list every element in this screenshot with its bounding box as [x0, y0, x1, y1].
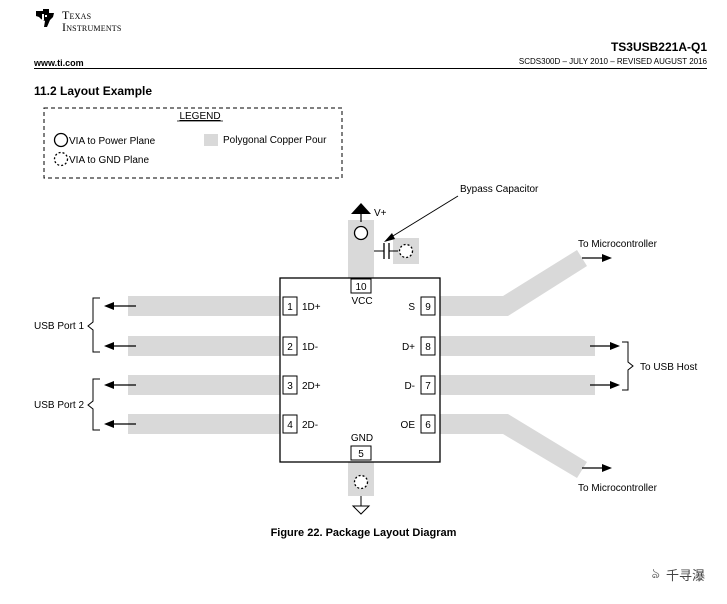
trace-2d-plus — [128, 375, 280, 395]
vplus-label: V+ — [374, 208, 387, 219]
legend-copper-pour: Polygonal Copper Pour — [223, 135, 327, 146]
revision-line: SCDS300D – JULY 2010 – REVISED AUGUST 20… — [518, 57, 707, 66]
arrow-mcu-bottom-icon — [602, 464, 612, 472]
trace-d-plus — [440, 336, 595, 356]
vplus-arrow-icon — [351, 203, 371, 214]
copper-pour-swatch — [204, 134, 218, 146]
pin-2 — [282, 336, 298, 356]
pin-1 — [282, 296, 298, 316]
pin-8-name: D+ — [402, 342, 415, 353]
website-link[interactable]: www.ti.com — [34, 58, 84, 68]
bypass-pointer-arrow-icon — [384, 233, 395, 242]
trace-oe — [440, 414, 587, 478]
pin-5 — [350, 445, 372, 461]
pin-6-number: 6 — [425, 420, 431, 431]
header-rule — [34, 68, 707, 69]
arrow-2d-plus-icon — [104, 381, 114, 389]
arrow-1d-minus-icon — [104, 342, 114, 350]
watermark: ঌ 千寻瀑 — [652, 562, 705, 586]
pin-10 — [350, 278, 372, 294]
usb-port-1-label: USB Port 1 — [34, 321, 84, 332]
to-microcontroller-top-label: To Microcontroller — [578, 239, 658, 250]
ti-logo — [34, 8, 56, 28]
to-usb-host-label: To USB Host — [640, 362, 697, 373]
pin-2-name: 1D- — [302, 342, 318, 353]
pin-3-name: 2D+ — [302, 381, 321, 392]
pin-1-number: 1 — [287, 302, 293, 313]
pin-10-number: 10 — [355, 282, 367, 293]
ti-logo-icon — [36, 9, 54, 27]
trace-d-minus — [440, 375, 595, 395]
usb-port-1-brace — [87, 297, 100, 353]
arrow-mcu-top-icon — [602, 254, 612, 262]
trace-s — [440, 250, 587, 316]
legend-title: LEGEND — [179, 111, 220, 122]
arrow-1d-plus-icon — [104, 302, 114, 310]
watermark-text: 千寻瀑 — [665, 567, 705, 583]
pin-7-name: D- — [404, 381, 415, 392]
pin-4-name: 2D- — [302, 420, 318, 431]
gnd-via-icon — [398, 243, 414, 259]
part-number: TS3USB221A-Q1 — [610, 40, 707, 54]
pin-6 — [420, 414, 436, 434]
pin-6-name: OE — [401, 420, 416, 431]
pin-7 — [420, 375, 436, 395]
company-name-line1: Texas — [62, 8, 92, 22]
arrow-d-minus-icon — [610, 381, 620, 389]
to-microcontroller-bottom-label: To Microcontroller — [578, 483, 658, 494]
power-via-icon — [353, 225, 369, 241]
pin-8-number: 8 — [425, 342, 431, 353]
vcc-label: VCC — [351, 296, 372, 307]
pin-8 — [420, 336, 436, 356]
usb-port-2-brace — [87, 378, 100, 431]
ic-package — [279, 277, 441, 463]
pin-4-number: 4 — [287, 420, 293, 431]
pin-2-number: 2 — [287, 342, 293, 353]
pin-9 — [420, 296, 436, 316]
pin-5-number: 5 — [358, 449, 364, 460]
via-power-icon — [53, 132, 69, 148]
legend-via-gnd: VIA to GND Plane — [69, 155, 149, 166]
usb-host-brace — [622, 341, 634, 391]
pin-9-number: 9 — [425, 302, 431, 313]
pin-9-name: S — [408, 302, 415, 313]
trace-1d-plus — [128, 296, 280, 316]
pin-3-number: 3 — [287, 381, 293, 392]
pin-1-name: 1D+ — [302, 302, 321, 313]
via-gnd-icon — [53, 151, 69, 167]
section-title: 11.2 Layout Example — [34, 84, 153, 98]
usb-port-2-label: USB Port 2 — [34, 400, 84, 411]
gnd-label: GND — [351, 433, 373, 444]
bypass-capacitor-label: Bypass Capacitor — [460, 184, 539, 195]
trace-1d-minus — [128, 336, 280, 356]
pin-3 — [282, 375, 298, 395]
bottom-gnd-via-icon — [353, 474, 369, 490]
trace-2d-minus — [128, 414, 280, 434]
ground-symbol-icon — [351, 505, 371, 515]
bypass-pointer-line — [387, 195, 459, 240]
figure-caption: Figure 22. Package Layout Diagram — [270, 527, 457, 539]
pin-4 — [282, 414, 298, 434]
legend-via-power: VIA to Power Plane — [69, 136, 156, 147]
company-name-line2: Instruments — [62, 20, 122, 34]
arrow-d-plus-icon — [610, 342, 620, 350]
pin-7-number: 7 — [425, 381, 431, 392]
legend-box — [43, 107, 343, 179]
arrow-2d-minus-icon — [104, 420, 114, 428]
wechat-icon: ঌ — [651, 565, 660, 581]
